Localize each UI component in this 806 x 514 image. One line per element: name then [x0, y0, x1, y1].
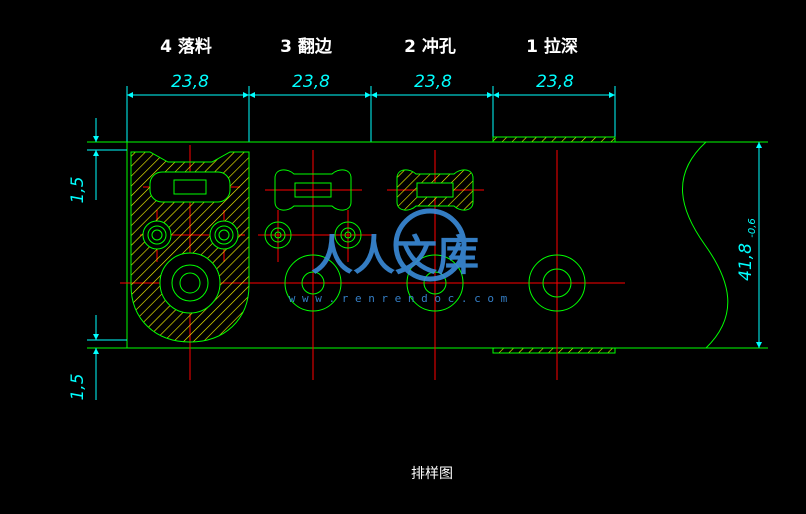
- station-4-blank: [130, 151, 250, 343]
- station-label-2: 2 冲孔: [404, 36, 456, 57]
- pitch-dimension-chain: [126, 86, 616, 148]
- watermark: 人人文库 w w w . r e n r e n d o c . c o m: [289, 208, 508, 305]
- pitch-dimension-3: 23,8: [292, 72, 330, 92]
- pitch-dimension-1: 23,8: [536, 72, 574, 92]
- strip-width-value: 41,8: [736, 243, 756, 281]
- edge-hatch-bottom: [492, 347, 616, 354]
- edge-hatch-top: [492, 136, 616, 143]
- edge-dimension-bottom: 1,5: [68, 373, 88, 400]
- strip-width-tolerance: -0,6: [747, 218, 758, 238]
- station-label-3: 3 翻边: [280, 36, 333, 57]
- pitch-dimension-2: 23,8: [414, 72, 452, 92]
- pitch-dimension-values: 23,8 23,8 23,8 23,8: [171, 72, 574, 92]
- pitch-dimension-4: 23,8: [171, 72, 209, 92]
- watermark-text: 人人文库: [311, 231, 479, 280]
- station-label-1: 1 拉深: [526, 36, 578, 57]
- left-edge-dimensions: [87, 118, 127, 400]
- station-labels: 4 落料 3 翻边 2 冲孔 1 拉深: [160, 36, 578, 57]
- station-2-piercing: [396, 169, 474, 312]
- station-3-flanging: [264, 169, 362, 312]
- station-1-drawing: [528, 254, 586, 312]
- drawing-caption: 排样图: [411, 466, 453, 482]
- watermark-url: w w w . r e n r e n d o c . c o m: [289, 292, 508, 305]
- edge-dimension-top: 1,5: [68, 176, 88, 203]
- station-label-4: 4 落料: [160, 36, 212, 57]
- watermark-ring-icon: [393, 208, 467, 282]
